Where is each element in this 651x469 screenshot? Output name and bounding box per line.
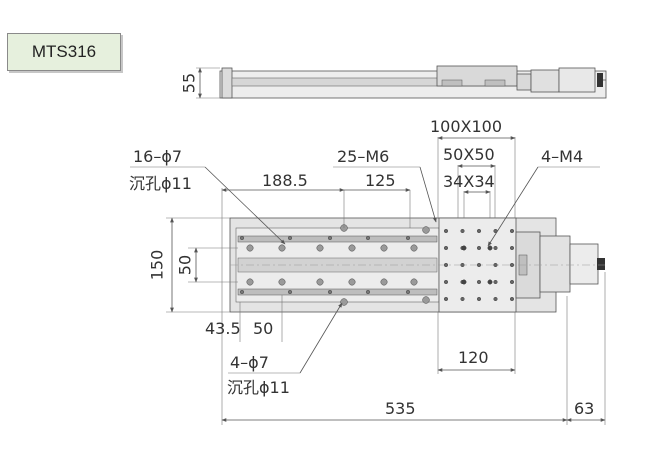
label-25-m6: 25–M6 <box>337 147 389 166</box>
dim-120: 120 <box>458 348 489 367</box>
dim-50-vertical: 50 <box>176 255 195 275</box>
dim-150: 150 <box>148 250 167 281</box>
mounting-hole <box>365 235 371 241</box>
mounting-hole <box>443 296 449 302</box>
mounting-hole <box>287 235 293 241</box>
mounting-hole <box>509 296 515 302</box>
label-34x34: 34X34 <box>443 172 495 191</box>
rail-top <box>237 235 438 243</box>
side-motor-mount <box>530 69 560 93</box>
mounting-hole <box>443 245 449 251</box>
mounting-hole <box>405 289 411 295</box>
dimensions: 100X100 50X50 34X34 4–M4 25–M6 16–ϕ7 沉孔ϕ… <box>129 117 606 425</box>
mounting-hole <box>327 235 333 241</box>
mounting-hole <box>239 289 245 295</box>
mounting-hole <box>316 278 324 286</box>
label-50x50: 50X50 <box>443 145 495 164</box>
mounting-hole <box>509 262 515 268</box>
mounting-hole <box>380 244 388 252</box>
mounting-hole <box>443 279 449 285</box>
mounting-hole <box>246 278 254 286</box>
dim-63: 63 <box>574 399 594 418</box>
mounting-hole <box>443 262 449 268</box>
mounting-hole <box>287 289 293 295</box>
label-100x100: 100X100 <box>430 117 502 136</box>
mounting-hole <box>443 228 449 234</box>
motor-mount <box>539 235 571 293</box>
label-16-counterbore: 沉孔ϕ11 <box>129 174 192 193</box>
mounting-hole <box>278 244 286 252</box>
dim-43-5: 43.5 <box>205 319 241 338</box>
base-holes <box>239 224 430 306</box>
mounting-hole <box>422 296 430 304</box>
mounting-hole <box>410 278 418 286</box>
mounting-hole <box>476 296 482 302</box>
mounting-hole <box>493 245 498 251</box>
carriage-holes <box>443 228 515 302</box>
dim-50-horizontal: 50 <box>253 319 273 338</box>
mounting-hole <box>348 278 356 286</box>
label-4-m4: 4–M4 <box>541 147 583 166</box>
mounting-hole <box>476 279 482 285</box>
knob-top <box>597 258 605 270</box>
label-4-holes: 4–ϕ7 <box>230 353 269 372</box>
mounting-hole <box>410 244 418 252</box>
mounting-hole <box>380 278 388 286</box>
mounting-hole <box>278 278 286 286</box>
mounting-hole <box>509 228 515 234</box>
mounting-hole <box>476 262 482 268</box>
mounting-hole <box>493 296 498 302</box>
side-knob <box>597 73 603 87</box>
mounting-hole <box>365 289 371 295</box>
top-view <box>229 217 605 313</box>
mounting-hole <box>461 245 467 251</box>
mounting-hole <box>476 228 482 234</box>
mounting-hole <box>487 279 493 285</box>
dim-188-5: 188.5 <box>262 171 308 190</box>
mounting-hole <box>316 244 324 252</box>
side-view: 55 <box>180 65 607 99</box>
label-4-counterbore: 沉孔ϕ11 <box>227 378 290 397</box>
mounting-hole <box>348 244 356 252</box>
mounting-hole <box>493 262 498 268</box>
mounting-hole <box>493 279 498 285</box>
mounting-hole <box>239 235 245 241</box>
mounting-hole <box>487 245 493 251</box>
mounting-hole <box>460 262 465 268</box>
mounting-hole <box>460 228 465 234</box>
mounting-hole <box>327 289 333 295</box>
mounting-hole <box>461 279 467 285</box>
mounting-hole <box>246 244 254 252</box>
mounting-hole <box>340 298 348 306</box>
mounting-hole <box>460 296 465 302</box>
rail-bottom <box>237 288 438 296</box>
mounting-hole <box>509 279 515 285</box>
mounting-hole <box>405 235 411 241</box>
dim-55: 55 <box>180 73 199 93</box>
label-16-holes: 16–ϕ7 <box>133 147 182 166</box>
mounting-hole <box>422 226 430 234</box>
mounting-hole <box>476 245 482 251</box>
mounting-hole <box>509 245 515 251</box>
dim-535: 535 <box>385 399 416 418</box>
dim-125: 125 <box>365 171 396 190</box>
model-badge: MTS316 <box>7 33 121 71</box>
